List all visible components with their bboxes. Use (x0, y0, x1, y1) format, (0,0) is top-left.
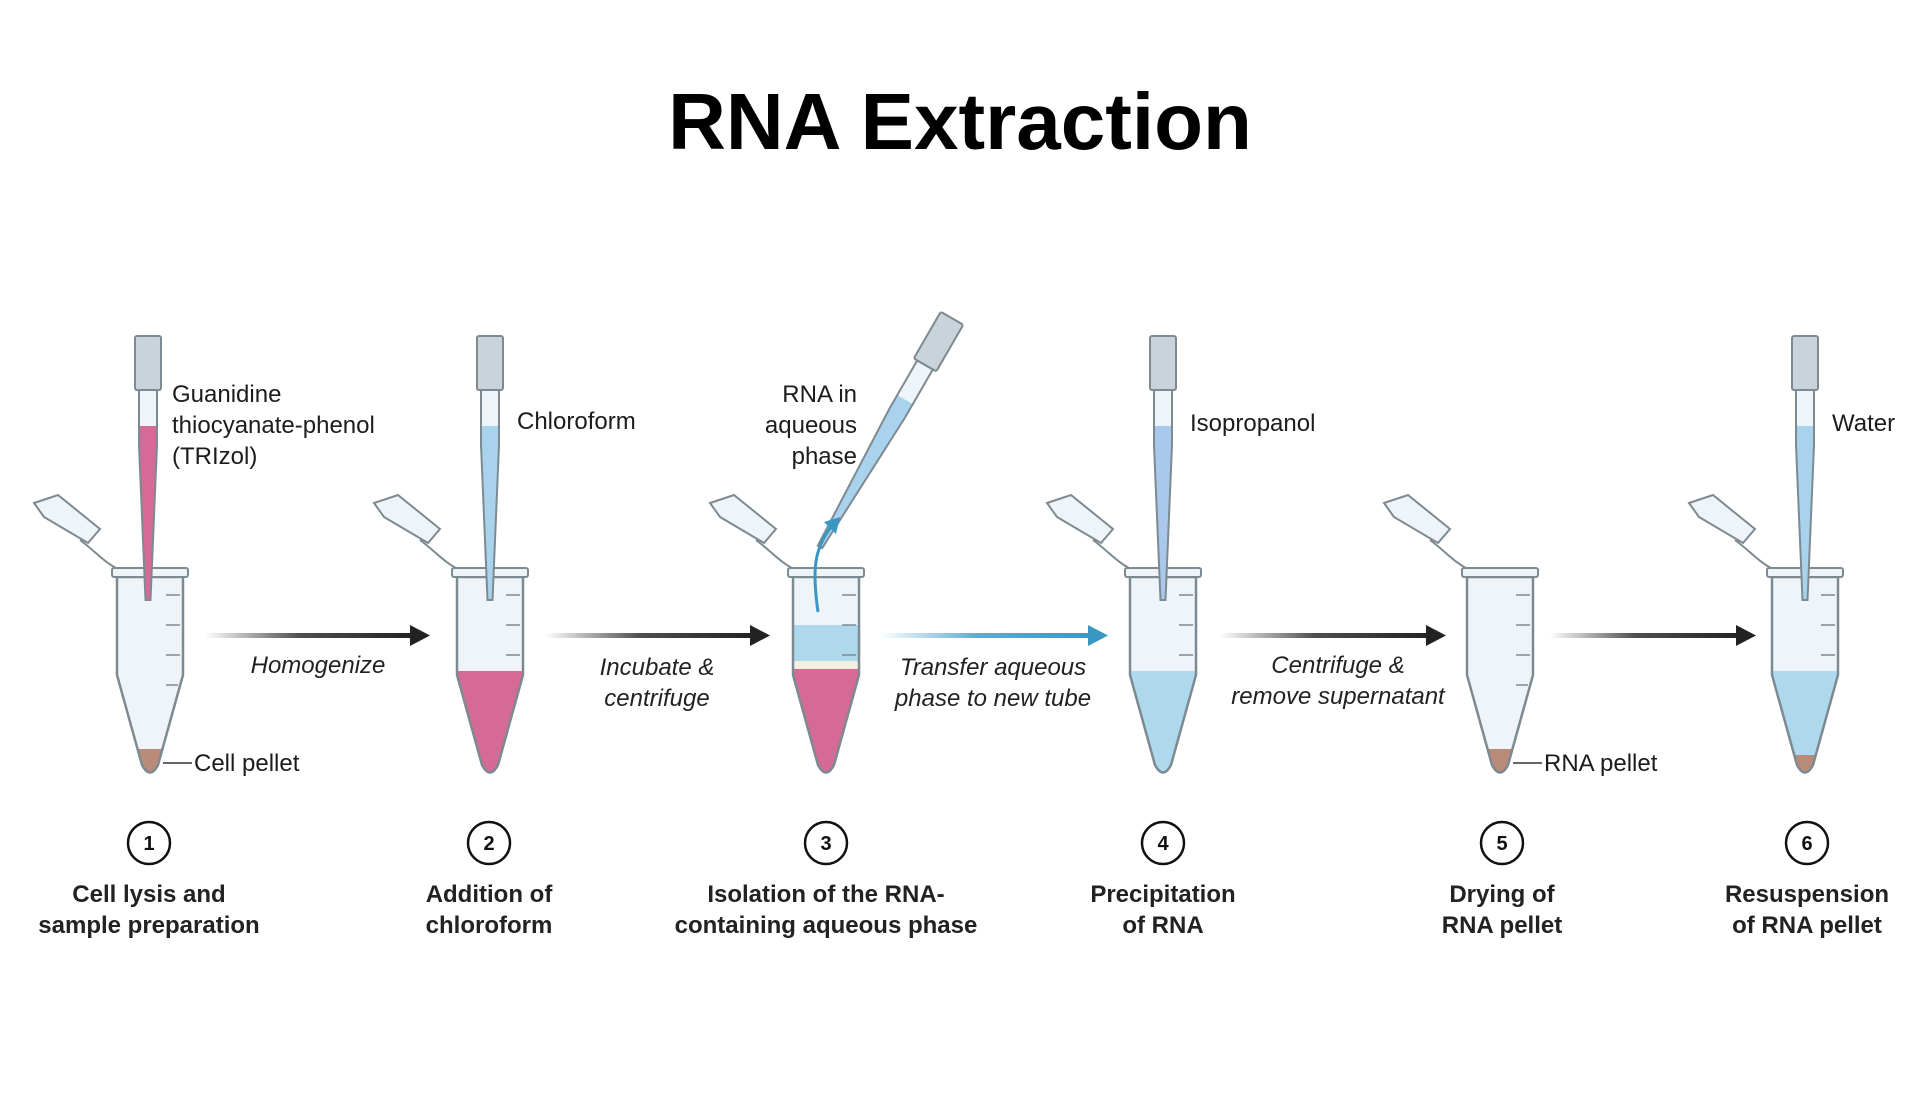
reagent-1-line2: thiocyanate-phenol (172, 412, 375, 439)
tube-5 (1382, 493, 1539, 774)
tube-6 (1687, 493, 1844, 774)
tube-1-graduations (166, 594, 180, 686)
action-3-line2: phase to new tube (894, 685, 1091, 712)
rna-pellet-label: RNA pellet (1544, 750, 1658, 777)
pipette-1-tip (138, 389, 158, 601)
process-arrow-3 (880, 625, 1108, 646)
tube-5-cap (1382, 493, 1452, 545)
tube-4-lid (1092, 539, 1132, 570)
process-arrow-5 (1550, 625, 1756, 646)
pipette-4-tip (1153, 389, 1173, 601)
tube-1-body (115, 575, 185, 774)
pipette-3-tip (816, 359, 935, 550)
step-3-number: 3 (820, 833, 831, 855)
transfer-arrow-icon (813, 525, 834, 613)
tube-3-lid (755, 539, 795, 570)
step-5-label-line1: Drying of (1449, 881, 1555, 908)
tube-3-body (791, 575, 861, 774)
reagent-3-line3: phase (792, 443, 857, 470)
process-arrow-2 (545, 625, 770, 646)
tube-1-lid (79, 539, 119, 570)
step-1-label-line1: Cell lysis and (72, 881, 225, 908)
reagent-3-line1: RNA in (782, 381, 857, 408)
step-2-label-line1: Addition of (426, 881, 554, 908)
tube-2-lid (419, 539, 459, 570)
action-2-line1: Incubate & (600, 654, 715, 681)
interphase (793, 661, 859, 669)
transfer-arrowhead-icon (824, 517, 840, 534)
step-4-label-line2: of RNA (1122, 912, 1203, 939)
action-2-line2: centrifuge (604, 685, 709, 712)
reagent-6-line1: Water (1832, 410, 1895, 437)
reagent-4-line1: Isopropanol (1190, 410, 1315, 437)
tube-4 (1045, 493, 1202, 774)
action-4-line2: remove supernatant (1231, 683, 1446, 710)
step-5-label-line2: RNA pellet (1442, 912, 1562, 939)
action-3-line1: Transfer aqueous (900, 654, 1086, 681)
cell-pellet-label: Cell pellet (194, 750, 300, 777)
step-1-label-line2: sample preparation (38, 912, 259, 939)
step-3-label-line2: containing aqueous phase (675, 912, 978, 939)
step-1-badge: 1 (126, 820, 172, 866)
pipette-6-collar (1791, 335, 1819, 391)
step-1-number: 1 (143, 833, 154, 855)
tube-2-body (455, 575, 525, 774)
step-4-badge: 4 (1140, 820, 1186, 866)
process-arrow-4 (1220, 625, 1446, 646)
pipette-6-tip (1795, 389, 1815, 601)
action-1-line1: Homogenize (251, 652, 386, 679)
pipette-trizol (134, 335, 162, 601)
step-2-number: 2 (483, 833, 494, 855)
step-2-badge: 2 (466, 820, 512, 866)
step-2-label-line2: chloroform (426, 912, 553, 939)
pipette-2-collar (476, 335, 504, 391)
step-3-label-line1: Isolation of the RNA- (707, 881, 944, 908)
pipette-isopropanol (1149, 335, 1177, 601)
pipette-2-tip (480, 389, 500, 601)
step-5-number: 5 (1496, 833, 1507, 855)
tube-6-body (1770, 575, 1840, 774)
step-3-badge: 3 (803, 820, 849, 866)
tube-6-cap (1687, 493, 1757, 545)
tube-6-graduations (1821, 594, 1835, 656)
step-4-label-line1: Precipitation (1090, 881, 1235, 908)
step-6-number: 6 (1801, 833, 1812, 855)
process-arrow-1 (205, 625, 430, 646)
step-4-number: 4 (1157, 833, 1169, 855)
tube-3-rim (787, 567, 865, 578)
tube-5-graduations (1516, 594, 1530, 686)
reagent-2-line1: Chloroform (517, 408, 636, 435)
pipette-water (1791, 335, 1819, 601)
reagent-1-line1: Guanidine (172, 381, 281, 408)
tube-2-graduations (506, 594, 520, 656)
pipette-4-collar (1149, 335, 1177, 391)
tube-4-body (1128, 575, 1198, 774)
tube-1-cap (32, 493, 102, 545)
tube-6-lid (1734, 539, 1774, 570)
page-title: RNA Extraction (668, 77, 1252, 166)
organic-phase (793, 669, 859, 773)
tube-1 (32, 493, 189, 774)
pipette-1-collar (134, 335, 162, 391)
step-6-label-line2: of RNA pellet (1732, 912, 1882, 939)
tube-3-cap (708, 493, 778, 545)
tube-5-rim (1461, 567, 1539, 578)
pipette-chloroform (476, 335, 504, 601)
reagent-1-line3: (TRIzol) (172, 443, 257, 470)
step-6-label-line1: Resuspension (1725, 881, 1889, 908)
tube-5-lid (1429, 539, 1469, 570)
step-6-badge: 6 (1784, 820, 1830, 866)
tube-4-graduations (1179, 594, 1193, 656)
tube-3-graduations (842, 594, 856, 656)
tube-4-cap (1045, 493, 1115, 545)
step-5-badge: 5 (1479, 820, 1525, 866)
action-4-line1: Centrifuge & (1271, 652, 1404, 679)
tube-2-cap (372, 493, 442, 545)
reagent-3-line2: aqueous (765, 412, 857, 439)
tube-5-body (1465, 575, 1535, 774)
tube-2 (372, 493, 529, 774)
tube-3 (708, 493, 865, 774)
